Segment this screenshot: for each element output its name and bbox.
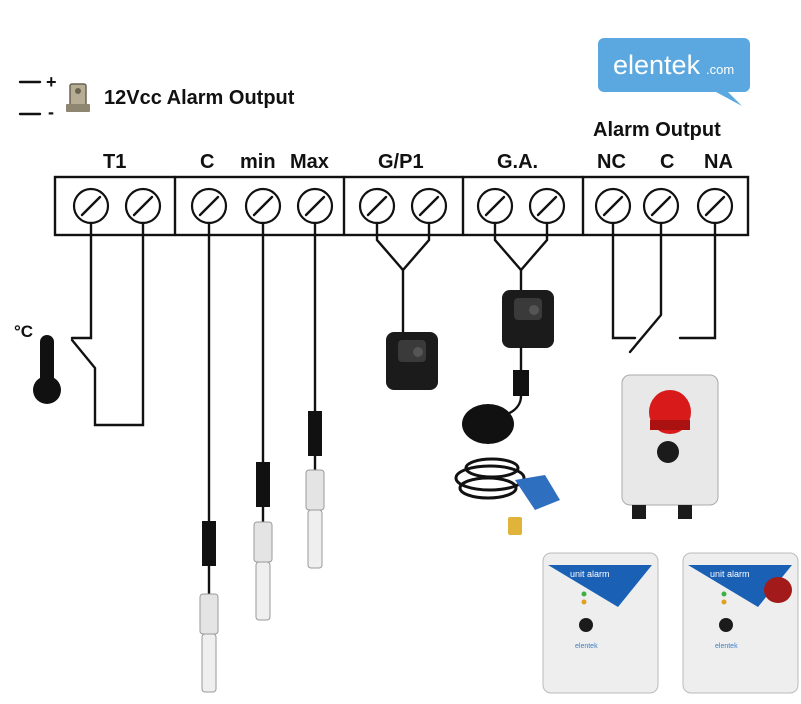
label-gp1: G/P1 [378, 151, 424, 173]
screw-slot [650, 195, 672, 217]
spade-connector-icon [66, 83, 90, 112]
label-c: C [200, 151, 214, 173]
probe-max [305, 411, 325, 569]
legend-minus: - [48, 102, 54, 122]
brand-logo: elentek .com [598, 38, 750, 106]
probe-min [253, 462, 273, 621]
screw-slot [304, 195, 326, 217]
unit-title-2: unit alarm [710, 569, 750, 579]
label-t1: T1 [103, 151, 126, 173]
celsius-label: °C [14, 322, 33, 341]
thermometer-icon [33, 335, 61, 404]
terminal-screws [72, 187, 734, 225]
alarm-output-title: Alarm Output [593, 119, 721, 141]
screw-slot [366, 195, 388, 217]
label-max: Max [290, 151, 329, 173]
legend-plus: + [46, 72, 57, 92]
alarm-beacon [621, 374, 719, 519]
sensor-gp1 [386, 332, 438, 390]
terminal-block [53, 175, 750, 237]
brand-domain: .com [706, 62, 734, 77]
legend-label: 12Vcc Alarm Output [104, 87, 295, 109]
screw-slot [80, 195, 102, 217]
brand-name: elentek [613, 50, 701, 80]
screw-slot [418, 195, 440, 217]
probe-c [199, 521, 219, 693]
unit-alarm-panel-2: unit alarm elentek [682, 552, 799, 694]
unit-brand-2: elentek [715, 643, 738, 650]
unit-title-1: unit alarm [570, 569, 610, 579]
label-ga: G.A. [497, 151, 538, 173]
label-na: NA [704, 151, 733, 173]
unit-brand-1: elentek [575, 643, 598, 650]
label-min: min [240, 151, 276, 173]
sensor-ga [462, 290, 554, 444]
label-c-alarm: C [660, 151, 674, 173]
unit-alarm-panel-1: unit alarm elentek [542, 552, 659, 694]
screw-slot [252, 195, 274, 217]
screw-slot [602, 195, 624, 217]
label-nc: NC [597, 151, 626, 173]
screw-slot [484, 195, 506, 217]
wires [70, 221, 717, 525]
screw-slot [704, 195, 726, 217]
legend-12vcc: + - 12Vcc Alarm Output [18, 72, 295, 122]
screw-slot [198, 195, 220, 217]
screw-slot [132, 195, 154, 217]
float-switch [454, 457, 560, 535]
screw-slot [536, 195, 558, 217]
